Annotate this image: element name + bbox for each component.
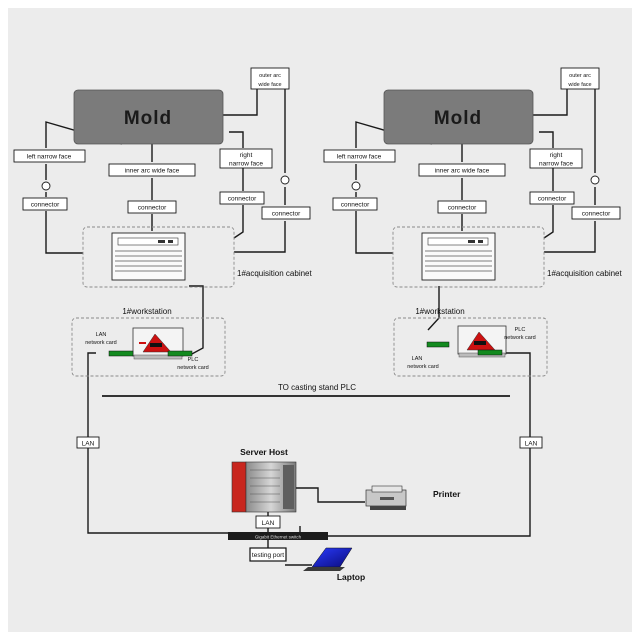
sensor-icon	[41, 181, 51, 191]
switch-label: Gigabit Ethernet switch	[255, 534, 302, 539]
acquisition-cabinet-icon	[421, 232, 496, 281]
connector-label: connector	[31, 202, 60, 209]
mold-label: Mold	[124, 108, 172, 129]
inner-arc-label-box	[418, 163, 506, 177]
inner-arc-label-box	[108, 163, 196, 177]
right-narrow-face-label-line2: narrow face	[229, 161, 263, 168]
right-narrow-face-label-box	[219, 148, 273, 169]
server-lan-label-box	[255, 515, 281, 529]
lan-label-box-right	[519, 436, 543, 449]
connector-box	[571, 206, 621, 220]
cabinet-frame	[392, 226, 545, 288]
right-narrow-face-label-box	[529, 148, 583, 169]
mold-block	[73, 89, 224, 145]
left-narrow-face-label-box	[13, 149, 86, 163]
acquisition-cabinet-icon	[111, 232, 186, 281]
lan-network-card-icon	[426, 341, 450, 348]
connector-box	[529, 191, 575, 205]
left-narrow-face-label-box	[323, 149, 396, 163]
sensor-icon	[590, 175, 600, 185]
connector-box	[22, 197, 68, 211]
plc-network-card-icon	[167, 350, 193, 357]
diagram-frame: Mold outer arc wide face left narrow fac…	[8, 8, 632, 632]
connector-box	[261, 206, 311, 220]
connector-label: connector	[272, 211, 301, 218]
right-group: Mold outer arc wide face left narrow fac…	[300, 67, 622, 537]
workstation-computer-icon	[132, 327, 184, 360]
switch-icon: Gigabit Ethernet switch	[228, 532, 328, 540]
lan-label-right: LAN	[525, 441, 538, 448]
connector-label: connector	[582, 211, 611, 218]
workstation-label: 1#workstation	[415, 307, 464, 316]
outer-arc-label-line1: outer arc	[259, 73, 281, 79]
acquisition-cabinet-label: 1#acquisition cabinet	[547, 269, 622, 278]
connector-label: connector	[228, 196, 257, 203]
printer-label: Printer	[433, 489, 461, 499]
plc-bus-label: TO casting stand PLC	[278, 383, 356, 392]
plc-card-label-line1: PLC	[515, 327, 526, 333]
outer-arc-label-box	[250, 67, 290, 90]
server-host-icon	[231, 461, 297, 513]
sensor-icon	[351, 181, 361, 191]
outer-arc-label-line1: outer arc	[569, 73, 591, 79]
lan-card-label-line2: network card	[85, 340, 117, 346]
right-narrow-face-label-line1: right	[240, 152, 253, 159]
connector-label: connector	[138, 205, 167, 212]
lan-card-label-line1: LAN	[96, 332, 107, 338]
lan-label-left: LAN	[82, 441, 95, 448]
plc-card-label-line2: network card	[504, 335, 536, 341]
outer-arc-label-line2: wide face	[567, 82, 591, 88]
plc-card-label-line1: PLC	[188, 357, 199, 363]
left-group: Mold outer arc wide face left narrow fac…	[13, 67, 312, 534]
workstation-label: 1#workstation	[122, 307, 171, 316]
lan-label-box-left	[76, 436, 100, 449]
network-diagram: Mold outer arc wide face left narrow fac…	[13, 67, 622, 582]
server-host-label: Server Host	[240, 447, 288, 457]
mold-label: Mold	[434, 108, 482, 129]
connector-box	[127, 200, 177, 214]
laptop-label: Laptop	[337, 572, 365, 582]
testing-port-label: testing port	[252, 552, 284, 559]
laptop-icon	[303, 547, 353, 571]
connector-box	[219, 191, 265, 205]
lan-card-label-line2: network card	[407, 364, 439, 370]
connector-label: connector	[538, 196, 567, 203]
plc-card-label-line2: network card	[177, 365, 209, 371]
server-lan-label: LAN	[262, 520, 275, 527]
inner-arc-label: inner arc wide face	[125, 168, 180, 175]
outer-arc-label-box	[560, 67, 600, 90]
connector-label: connector	[341, 202, 370, 209]
cabinet-frame	[82, 226, 235, 288]
acquisition-cabinet-label: 1#acquisition cabinet	[237, 269, 312, 278]
inner-arc-label: inner arc wide face	[435, 168, 490, 175]
printer-icon	[365, 485, 407, 510]
left-narrow-face-label: left narrow face	[337, 154, 382, 161]
testing-port-box	[249, 547, 287, 562]
connector-box	[437, 200, 487, 214]
sensor-icon	[280, 175, 290, 185]
left-narrow-face-label: left narrow face	[27, 154, 72, 161]
connector-label: connector	[448, 205, 477, 212]
right-narrow-face-label-line1: right	[550, 152, 563, 159]
lan-network-card-icon	[108, 350, 134, 357]
lan-card-label-line1: LAN	[412, 356, 423, 362]
plc-network-card-icon	[477, 349, 503, 356]
workstation-frame	[71, 317, 226, 377]
right-narrow-face-label-line2: narrow face	[539, 161, 573, 168]
connector-box	[332, 197, 378, 211]
outer-arc-label-line2: wide face	[257, 82, 281, 88]
mold-block	[383, 89, 534, 145]
workstation-frame	[393, 317, 548, 377]
